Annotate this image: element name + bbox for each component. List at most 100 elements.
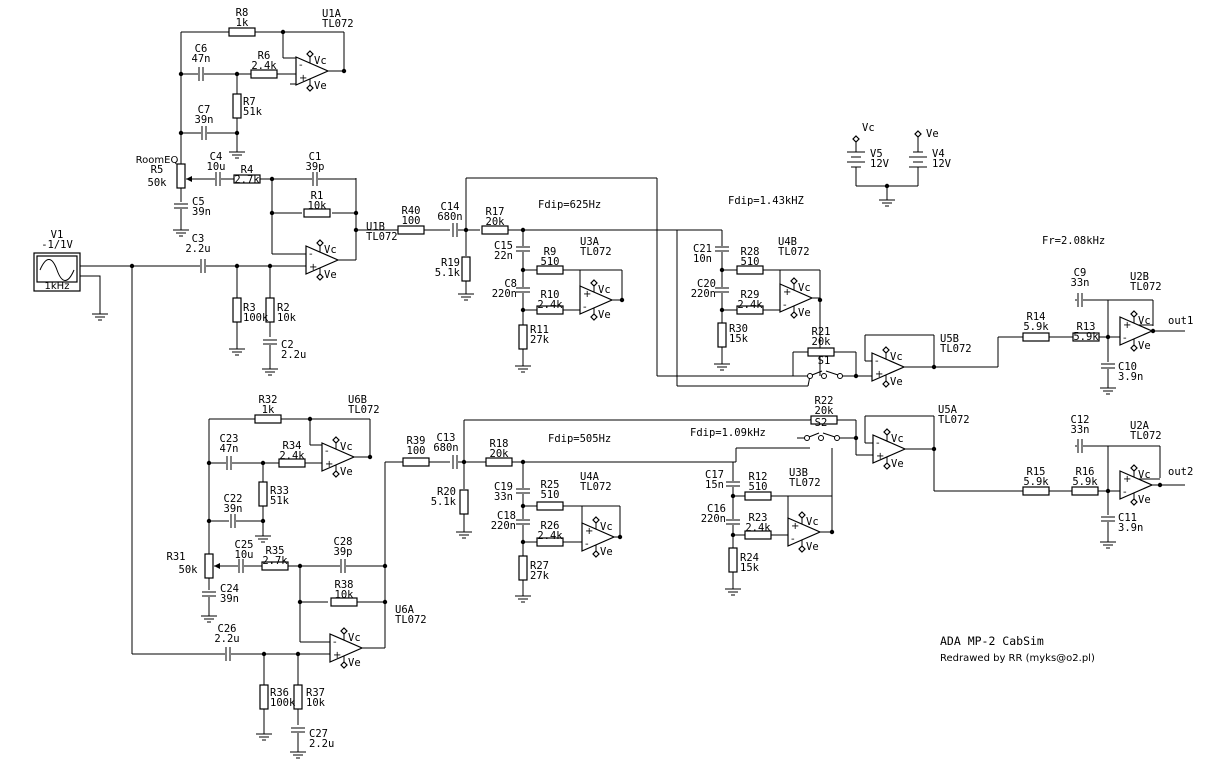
capacitor-c24 <box>202 591 216 597</box>
rail-label-ve: Ve <box>600 546 613 558</box>
value-r13: 5.9k <box>1073 331 1099 343</box>
label-r15: R15 <box>1027 466 1046 478</box>
supply-v4 <box>909 130 927 186</box>
capacitor-c4 <box>215 172 221 186</box>
junction-dot <box>353 227 359 233</box>
value-c28: 39p <box>334 546 353 558</box>
label-r10: R10 <box>541 289 560 301</box>
signal-source-v1 <box>33 252 81 292</box>
junction-dot <box>817 297 823 303</box>
opamp-u6a: -+ <box>329 627 364 669</box>
source-freq: 1kHz <box>45 281 70 292</box>
junction-dot <box>730 532 736 538</box>
value-r30: 15k <box>729 333 749 345</box>
label-r31: R31 <box>167 551 186 563</box>
output-label-out2: out2 <box>1168 466 1193 478</box>
label-r37: R37 <box>306 687 325 699</box>
ground-icon <box>456 528 472 539</box>
label-c2: C2 <box>281 339 294 351</box>
resistor-r25 <box>536 501 564 511</box>
value-r22: 20k <box>815 405 835 417</box>
label-r34: R34 <box>283 440 302 452</box>
junction-dot <box>730 493 736 499</box>
resistor-r2 <box>265 297 275 323</box>
opamp-u3a: +- <box>579 279 614 321</box>
parts: -+-++-+--++--+-++-+--++- <box>33 27 1163 759</box>
svg-text:-: - <box>791 534 795 545</box>
value-c9: 33n <box>1071 277 1090 289</box>
ground-icon <box>515 362 531 373</box>
capacitor-c9 <box>1077 293 1083 307</box>
value-r16: 5.9k <box>1072 476 1098 488</box>
capacitor-c27 <box>291 727 305 733</box>
value-c13: 680n <box>433 442 458 454</box>
junction-dot <box>1150 328 1156 334</box>
opamp-label-u3b: U3B <box>789 467 808 479</box>
svg-text:+: + <box>299 73 307 84</box>
resistor-r37 <box>293 684 303 710</box>
resistor-r27 <box>518 555 528 581</box>
capacitor-c12 <box>1077 439 1083 453</box>
capacitor-c14 <box>452 223 458 237</box>
junction-dot <box>234 263 240 269</box>
value-c15: 22n <box>494 250 513 262</box>
capacitor-c22 <box>230 514 236 528</box>
junction-dot <box>382 599 388 605</box>
label-r16: R16 <box>1076 466 1095 478</box>
resistor-r29 <box>736 305 764 315</box>
title-block-name: ADA MP-2 CabSim <box>940 634 1044 648</box>
svg-text:+: + <box>325 459 333 470</box>
source-value: -1/1V <box>41 239 73 251</box>
annotation-fr: Fr=2.08kHz <box>1042 235 1105 247</box>
ground-icon <box>1100 384 1116 395</box>
value-c26: 2.2u <box>214 633 239 645</box>
resistor-r23 <box>744 530 772 540</box>
value-r15: 5.9k <box>1023 476 1049 488</box>
opamp-type-u5b: TL072 <box>940 343 972 355</box>
switch-s2 <box>804 432 840 441</box>
capacitor-c1 <box>312 172 318 186</box>
capacitor-c2 <box>263 339 277 345</box>
capacitor-c13 <box>452 455 458 469</box>
ground-icon <box>255 532 271 543</box>
labels: V1-1/1V1kHzC32.2uR3100kR210kC22.2uR110kR… <box>41 7 1193 750</box>
resistor-r4 <box>233 174 261 184</box>
value-r24: 15k <box>740 562 760 574</box>
resistor-r36 <box>259 684 269 710</box>
rail-label-vc: Vc <box>314 55 327 67</box>
value-c17: 15n <box>705 479 724 491</box>
resistor-r19 <box>461 256 471 282</box>
opamp-u2b: +- <box>1119 310 1154 352</box>
label-r1: R1 <box>311 190 324 202</box>
junction-dot <box>280 29 286 35</box>
svg-text:-: - <box>875 356 879 367</box>
label-r25: R25 <box>541 479 560 491</box>
value-c11: 3.9n <box>1118 522 1143 534</box>
junction-dot <box>463 227 469 233</box>
svg-text:+: + <box>1123 474 1131 485</box>
capacitor-c17 <box>726 481 740 487</box>
value-r31: 50k <box>179 564 199 576</box>
label-r40: R40 <box>402 205 421 217</box>
resistor-r34 <box>278 458 306 468</box>
resistor-r7 <box>232 93 242 119</box>
opamp-type-u4a: TL072 <box>580 481 612 493</box>
label-r5: R5 <box>151 164 164 176</box>
annotation-fdip1: Fdip=625Hz <box>538 199 601 211</box>
label-r27: R27 <box>530 560 549 572</box>
ground-icon <box>256 730 272 741</box>
title-block-credit: Redrawed by RR (myks@o2.pl) <box>940 653 1095 664</box>
junction-dot <box>520 459 526 465</box>
label-c7: C7 <box>198 104 211 116</box>
supply-value-v4: 12V <box>932 158 952 170</box>
junction-dot <box>829 529 835 535</box>
resistor-r13 <box>1072 332 1100 342</box>
label-r38: R38 <box>335 579 354 591</box>
value-c5: 39n <box>192 206 211 218</box>
capacitor-c8 <box>516 287 530 293</box>
opamp-label-u3a: U3A <box>580 236 600 248</box>
junction-dot <box>178 130 184 136</box>
capacitor-c7 <box>201 126 207 140</box>
rail-label-vc: Vc <box>598 284 611 296</box>
